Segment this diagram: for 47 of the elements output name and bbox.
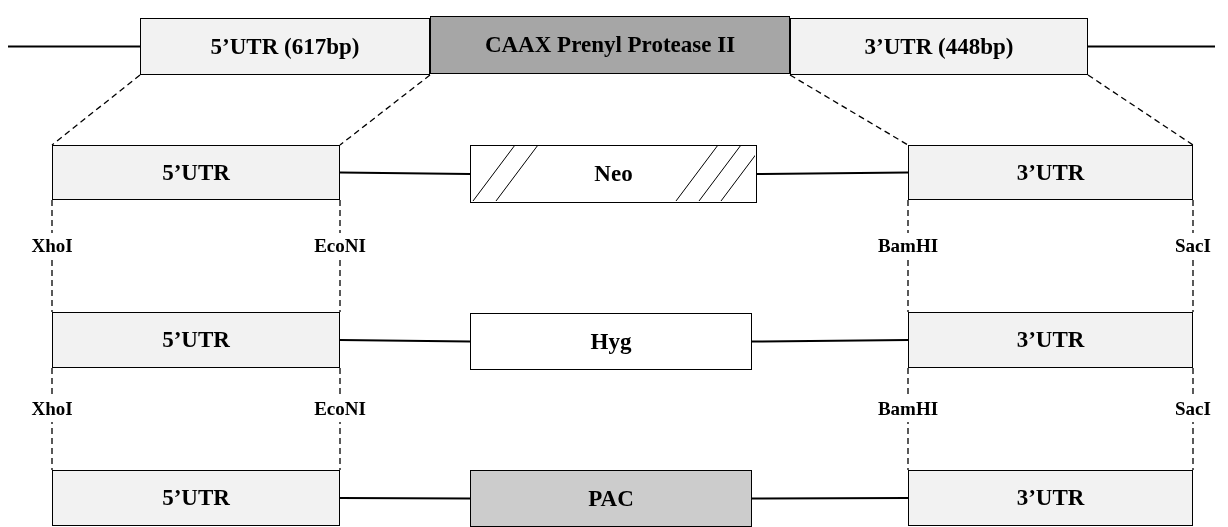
sequence-label: 3’UTR: [1016, 159, 1085, 186]
sequence-box: [908, 312, 1193, 368]
restriction-site-label: EcoNI: [314, 233, 366, 259]
sequence-box: [908, 470, 1193, 526]
dashed-line: [339, 74, 431, 146]
restriction-site-label: SacI: [1175, 396, 1211, 422]
connector-line: [756, 171, 909, 175]
sequence-label: 5’UTR (617bp): [210, 33, 360, 60]
sequence-box: [790, 18, 1088, 75]
dashed-line: [1087, 74, 1194, 146]
dashed-line: [51, 199, 53, 313]
dashed-line: [51, 74, 141, 146]
sequence-box: [52, 145, 340, 200]
dashed-line: [907, 199, 909, 313]
sequence-label: PAC: [588, 485, 634, 512]
sequence-label: 5’UTR: [162, 159, 230, 186]
restriction-site-label: BamHI: [877, 233, 939, 259]
dashed-line: [339, 199, 341, 313]
sequence-label: 3’UTR (448bp): [864, 33, 1014, 60]
sequence-label: Neo: [594, 161, 633, 187]
connector-line: [751, 339, 909, 343]
sequence-label: Hyg: [590, 328, 632, 355]
connector-line: [1087, 45, 1216, 48]
sequence-box: [52, 312, 340, 368]
sequence-box: [470, 470, 752, 527]
connector-line: [339, 497, 471, 500]
sequence-label: 5’UTR: [162, 485, 230, 511]
sequence-box: [140, 18, 430, 75]
restriction-site-label: SacI: [1175, 233, 1211, 259]
sequence-label: CAAX Prenyl Protease II: [484, 32, 736, 58]
restriction-site-label: EcoNI: [314, 396, 366, 422]
restriction-site-label: BamHI: [877, 396, 939, 422]
sequence-box: [470, 313, 752, 370]
dashed-line: [789, 74, 909, 146]
connector-line: [7, 45, 141, 48]
sequence-box: [52, 470, 340, 526]
gene-box: [430, 16, 790, 74]
connector-line: [339, 339, 471, 343]
connector-line: [339, 171, 471, 175]
dashed-line: [1192, 199, 1194, 313]
restriction-site-label: XhoI: [31, 233, 73, 259]
restriction-site-label: XhoI: [31, 396, 73, 422]
sequence-box: [908, 145, 1193, 200]
sequence-label: 3’UTR: [1016, 327, 1085, 353]
connector-line: [751, 497, 909, 500]
sequence-label: 3’UTR: [1016, 485, 1085, 511]
sequence-label: 5’UTR: [162, 327, 230, 353]
